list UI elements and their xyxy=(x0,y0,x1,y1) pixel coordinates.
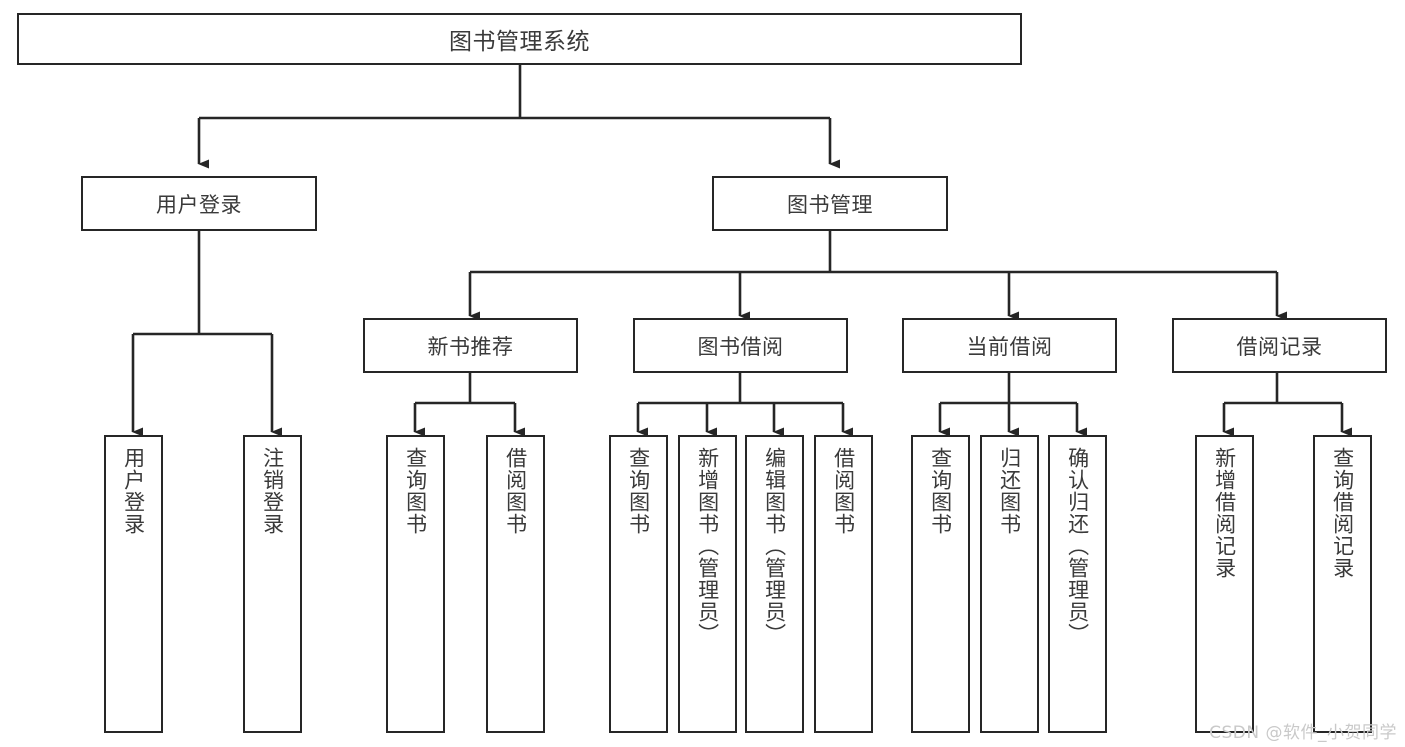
leaf-confirm-return-admin[interactable]: 确认归还（管理员） xyxy=(1048,435,1107,733)
leaf-text-wrap: 用户登录 xyxy=(121,437,146,731)
leaf-text-wrap: 借阅图书 xyxy=(831,437,856,731)
node-label: 图书借阅 xyxy=(697,334,784,359)
node-new-book-recommend[interactable]: 新书推荐 xyxy=(363,318,578,373)
leaf-text-wrap: 编辑图书（管理员） xyxy=(762,437,787,731)
node-label: 图书管理 xyxy=(787,192,873,217)
node-label: 新书推荐 xyxy=(427,334,514,359)
leaf-query-book-current[interactable]: 查询图书 xyxy=(911,435,970,733)
node-label: 借阅记录 xyxy=(1236,334,1323,359)
leaf-text-wrap: 查询借阅记录 xyxy=(1330,437,1355,731)
leaf-text-wrap: 注销登录 xyxy=(260,437,285,731)
node-label: 借阅图书 xyxy=(503,447,528,535)
node-label: 确认归还（管理员） xyxy=(1065,447,1090,645)
leaf-user-login[interactable]: 用户登录 xyxy=(104,435,163,733)
node-label: 借阅图书 xyxy=(831,447,856,535)
node-root-book-management-system[interactable]: 图书管理系统 xyxy=(17,13,1022,65)
node-label: 新增图书（管理员） xyxy=(695,447,720,645)
leaf-borrow-book-borrow[interactable]: 借阅图书 xyxy=(814,435,873,733)
leaf-text-wrap: 新增图书（管理员） xyxy=(695,437,720,731)
node-label: 编辑图书（管理员） xyxy=(762,447,787,645)
leaf-text-wrap: 查询图书 xyxy=(928,437,953,731)
leaf-query-book-borrow[interactable]: 查询图书 xyxy=(609,435,668,733)
leaf-user-logout[interactable]: 注销登录 xyxy=(243,435,302,733)
leaf-borrow-book-new-recommend[interactable]: 借阅图书 xyxy=(486,435,545,733)
node-book-management[interactable]: 图书管理 xyxy=(712,176,948,231)
leaf-add-book-admin[interactable]: 新增图书（管理员） xyxy=(678,435,737,733)
leaf-text-wrap: 新增借阅记录 xyxy=(1212,437,1237,731)
node-label: 用户登录 xyxy=(156,192,242,217)
node-label: 归还图书 xyxy=(997,447,1022,535)
node-current-borrow[interactable]: 当前借阅 xyxy=(902,318,1117,373)
node-label: 查询图书 xyxy=(626,447,651,535)
leaf-query-book-new-recommend[interactable]: 查询图书 xyxy=(386,435,445,733)
leaf-query-borrow-record[interactable]: 查询借阅记录 xyxy=(1313,435,1372,733)
node-label: 用户登录 xyxy=(121,447,146,535)
leaf-text-wrap: 归还图书 xyxy=(997,437,1022,731)
node-label: 注销登录 xyxy=(260,447,285,535)
leaf-text-wrap: 查询图书 xyxy=(403,437,428,731)
node-borrow-record[interactable]: 借阅记录 xyxy=(1172,318,1387,373)
node-label: 当前借阅 xyxy=(966,334,1053,359)
node-book-borrow[interactable]: 图书借阅 xyxy=(633,318,848,373)
leaf-text-wrap: 确认归还（管理员） xyxy=(1065,437,1090,731)
node-label: 查询图书 xyxy=(928,447,953,535)
node-label: 图书管理系统 xyxy=(449,29,590,55)
leaf-text-wrap: 查询图书 xyxy=(626,437,651,731)
node-label: 查询图书 xyxy=(403,447,428,535)
node-label: 查询借阅记录 xyxy=(1330,447,1355,579)
leaf-add-borrow-record[interactable]: 新增借阅记录 xyxy=(1195,435,1254,733)
leaf-text-wrap: 借阅图书 xyxy=(503,437,528,731)
watermark: CSDN @软件_小贺同学 xyxy=(1209,723,1397,743)
node-label: 新增借阅记录 xyxy=(1212,447,1237,579)
leaf-edit-book-admin[interactable]: 编辑图书（管理员） xyxy=(745,435,804,733)
leaf-return-book[interactable]: 归还图书 xyxy=(980,435,1039,733)
node-user-login[interactable]: 用户登录 xyxy=(81,176,317,231)
